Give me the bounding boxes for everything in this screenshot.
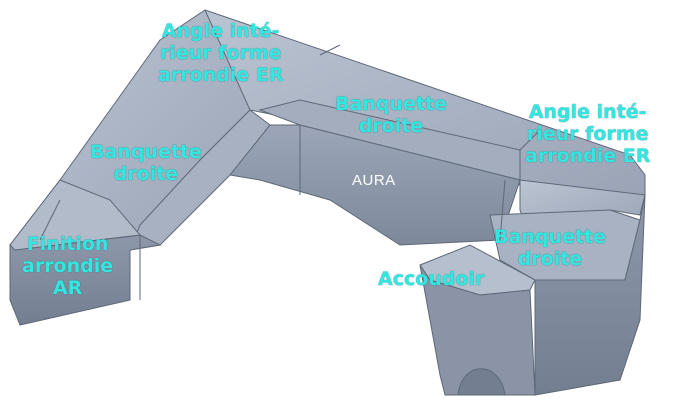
top-cushion	[258, 99, 521, 181]
label-finition: Finition arrondie AR	[22, 233, 113, 299]
label-angle-right-line-3: arrondie ER	[525, 145, 651, 167]
label-banquette-left: Banquette droite	[90, 141, 202, 185]
inner-back-wall	[229, 124, 521, 246]
label-angle-left-line-3: arrondie ER	[158, 64, 284, 86]
label-angle-left-line-1: Angle inté-	[161, 20, 280, 42]
label-banquette-right-line-2: droite	[517, 248, 583, 270]
label-angle-right: Angle inté- rieur forme arrondie ER	[525, 101, 650, 167]
model-name: AURA	[352, 172, 396, 189]
label-finition-line-1: Finition	[26, 233, 109, 255]
label-banquette-top-line-1: Banquette	[335, 93, 447, 115]
label-banquette-top-line-2: droite	[358, 115, 424, 137]
label-banquette-right: Banquette droite	[494, 226, 606, 270]
armrest-arch	[457, 368, 506, 396]
label-finition-line-3: AR	[52, 277, 83, 299]
label-angle-left-line-2: rieur forme	[159, 42, 282, 64]
label-angle-left: Angle inté- rieur forme arrondie ER	[158, 20, 283, 86]
seam-lines	[39, 44, 541, 300]
label-accoudoir: Accoudoir	[378, 268, 485, 290]
label-banquette-left-line-2: droite	[113, 163, 179, 185]
label-finition-line-2: arrondie	[22, 255, 114, 277]
label-banquette-right-line-1: Banquette	[494, 226, 606, 248]
armrest-front	[419, 264, 536, 396]
label-banquette-left-line-1: Banquette	[90, 141, 202, 163]
left-rounded-end	[9, 179, 141, 251]
label-banquette-top: Banquette droite	[335, 93, 447, 137]
right-side-wall	[534, 194, 646, 396]
label-angle-right-line-2: rieur forme	[526, 123, 649, 145]
label-angle-right-line-1: Angle inté-	[528, 101, 647, 123]
